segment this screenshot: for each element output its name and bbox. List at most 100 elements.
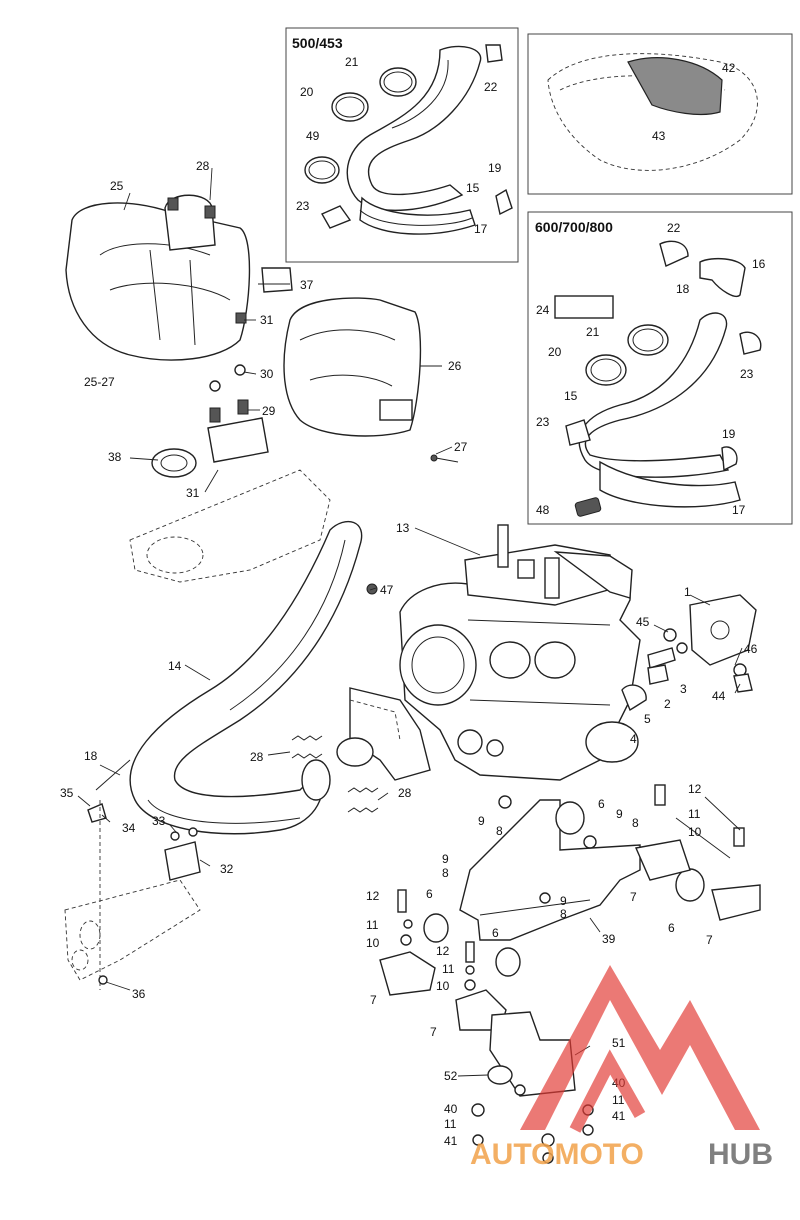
inset-panel-600-700-800: 600/700/800 (527, 211, 793, 525)
callout-44: 44 (712, 689, 726, 703)
callout-17: 17 (474, 222, 488, 236)
callout-31: 31 (260, 313, 274, 327)
tuned-pipe-600 (554, 240, 762, 517)
callout-15: 15 (466, 181, 480, 195)
callout-38: 38 (108, 450, 122, 464)
callout-45: 45 (636, 615, 650, 629)
callout-2: 2 (664, 697, 671, 711)
callouts: 21 20 22 49 19 15 23 17 42 43 22 16 18 2… (60, 55, 766, 1148)
exhaust-manifold (336, 687, 431, 781)
callout-7c: 7 (370, 993, 377, 1007)
callout-33: 33 (152, 814, 166, 828)
callout-26: 26 (448, 359, 462, 373)
callout-6c: 6 (668, 921, 675, 935)
belly-pan-illustration (547, 53, 758, 171)
callout-27: 27 (454, 440, 468, 454)
callout-9: 9 (478, 814, 485, 828)
callout-7d: 7 (430, 1025, 437, 1039)
callout-30: 30 (260, 367, 274, 381)
callout-11c: 11 (442, 962, 455, 976)
callout-31b: 31 (186, 486, 200, 500)
callout-14: 14 (168, 659, 182, 673)
callout-21b: 21 (586, 325, 600, 339)
callout-8: 8 (496, 824, 503, 838)
callout-41: 41 (612, 1109, 626, 1123)
callout-34: 34 (122, 821, 136, 835)
callout-8d: 8 (560, 907, 567, 921)
callout-40b: 40 (444, 1102, 458, 1116)
callout-23: 23 (296, 199, 310, 213)
callout-25-27: 25-27 (84, 375, 115, 389)
muffler-mounts (151, 364, 459, 478)
callout-8c: 8 (442, 866, 449, 880)
inset-panel-500-453: 500/453 (285, 27, 519, 263)
callout-35: 35 (60, 786, 74, 800)
callout-1: 1 (684, 585, 691, 599)
callout-8b: 8 (632, 816, 639, 830)
callout-41b: 41 (444, 1134, 458, 1148)
watermark-triangle-logo (520, 965, 760, 1130)
callout-11b: 11 (366, 918, 379, 932)
callout-36: 36 (132, 987, 146, 1001)
callout-6d: 6 (492, 926, 499, 940)
callout-10c: 10 (436, 979, 450, 993)
callout-49: 49 (306, 129, 320, 143)
callout-21: 21 (345, 55, 359, 69)
callout-17b: 17 (732, 503, 746, 517)
callout-6b: 6 (426, 887, 433, 901)
callout-19: 19 (488, 161, 502, 175)
callout-20: 20 (300, 85, 314, 99)
callout-12b: 12 (366, 889, 380, 903)
callout-24: 24 (536, 303, 550, 317)
watermark-text-hub: HUB (708, 1138, 773, 1171)
callout-9c: 9 (442, 852, 449, 866)
callout-23c: 23 (536, 415, 550, 429)
callout-22: 22 (484, 80, 498, 94)
muffler-assembly (65, 194, 293, 361)
callout-7: 7 (630, 890, 637, 904)
callout-11d: 11 (612, 1093, 625, 1107)
callout-5: 5 (644, 712, 651, 726)
callout-16: 16 (752, 257, 766, 271)
callout-39: 39 (602, 932, 616, 946)
springs (291, 735, 379, 813)
callout-7b: 7 (706, 933, 713, 947)
callout-48: 48 (536, 503, 550, 517)
chassis-dashed-outline-upper (129, 469, 331, 583)
callout-4: 4 (630, 732, 637, 746)
callout-19b: 19 (722, 427, 736, 441)
ring-clamps-500 (304, 44, 513, 229)
panel-title-600-700-800: 600/700/800 (535, 219, 613, 235)
engine-right-hardware (621, 594, 757, 712)
leader-lines (77, 167, 743, 1077)
callout-46: 46 (744, 642, 758, 656)
callout-28b: 28 (250, 750, 264, 764)
callout-22b: 22 (667, 221, 681, 235)
callout-9d: 9 (560, 894, 567, 908)
automotohub-watermark: AUTOMOTO HUB (470, 965, 773, 1171)
callout-15b: 15 (564, 389, 578, 403)
callout-28c: 28 (398, 786, 412, 800)
callout-25: 25 (110, 179, 124, 193)
callout-12: 12 (688, 782, 702, 796)
callout-11: 11 (688, 807, 701, 821)
callout-37: 37 (300, 278, 314, 292)
callout-9b: 9 (616, 807, 623, 821)
main-tuned-pipe (129, 520, 378, 835)
callout-32: 32 (220, 862, 234, 876)
callout-18: 18 (676, 282, 690, 296)
watermark-text-automoto: AUTOMOTO (470, 1138, 644, 1171)
callout-28: 28 (196, 159, 210, 173)
muffler-heat-shield (283, 297, 422, 437)
callout-3: 3 (680, 682, 687, 696)
callout-43: 43 (652, 129, 666, 143)
tuned-pipe-500 (346, 45, 482, 235)
engine-mount-bracket (459, 784, 761, 941)
callout-29: 29 (262, 404, 276, 418)
callout-51: 51 (612, 1036, 626, 1050)
inset-panel-belly-pan (527, 33, 793, 195)
callout-6: 6 (598, 797, 605, 811)
callout-13: 13 (396, 521, 410, 535)
callout-20b: 20 (548, 345, 562, 359)
